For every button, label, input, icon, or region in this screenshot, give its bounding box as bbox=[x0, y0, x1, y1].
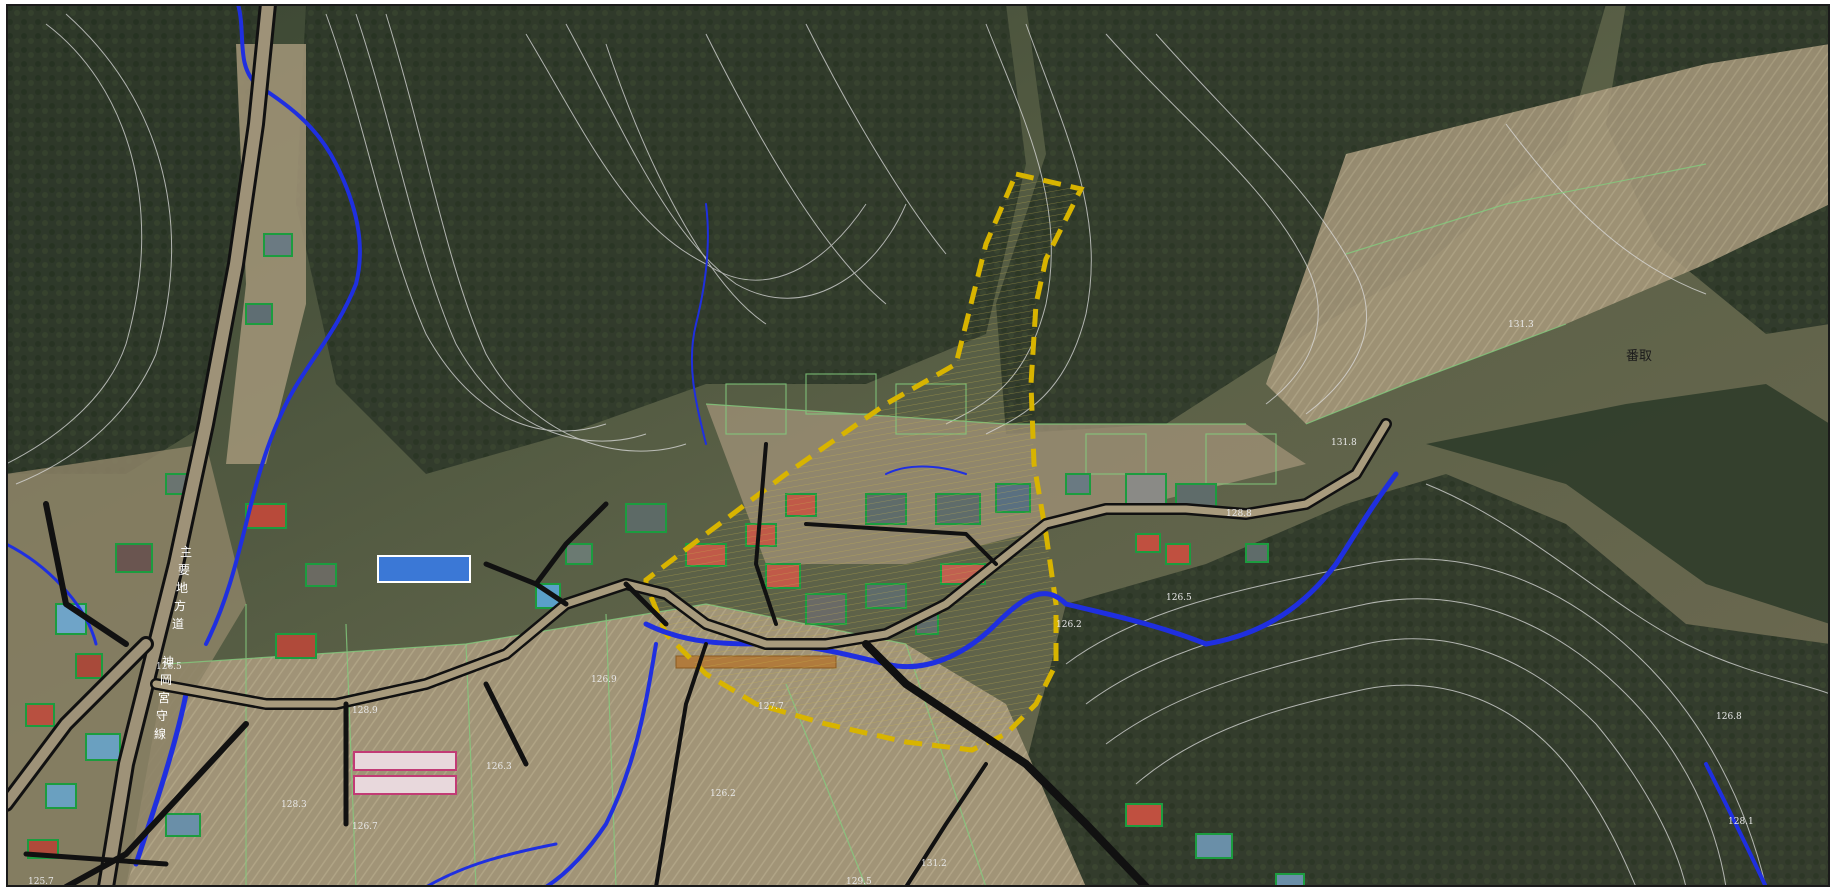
route-label-char: 方 bbox=[174, 598, 186, 613]
route-label-char: 要 bbox=[178, 563, 190, 577]
elevation-label: 126.5 bbox=[156, 662, 182, 672]
elevation-label: 128.9 bbox=[352, 706, 378, 716]
forest-area-northwest bbox=[6, 4, 266, 474]
elevation-label: 128.3 bbox=[281, 800, 307, 810]
greenhouse-2 bbox=[353, 775, 457, 795]
route-label-char: 岡 bbox=[160, 673, 172, 687]
route-label-char: 道 bbox=[172, 617, 184, 631]
route-label-char: 宮 bbox=[158, 690, 170, 705]
route-label-char: 地 bbox=[176, 581, 188, 595]
elevation-label: 128.8 bbox=[1226, 509, 1252, 519]
forest-area-north bbox=[296, 4, 1026, 474]
elevation-label: 129.5 bbox=[846, 877, 872, 887]
elevation-label: 131.2 bbox=[921, 859, 947, 869]
elevation-label: 131.3 bbox=[1508, 320, 1534, 330]
elevation-label: 126.2 bbox=[710, 789, 736, 799]
project-boundary[interactable] bbox=[643, 171, 1085, 753]
greenhouse-1 bbox=[353, 751, 457, 771]
elevation-label: 126.8 bbox=[1716, 712, 1742, 722]
elevation-label: 126.7 bbox=[352, 822, 378, 832]
elevation-label: 126.5 bbox=[1166, 593, 1192, 603]
elevation-label: 125.7 bbox=[28, 877, 54, 887]
route-label-char: 線 bbox=[154, 726, 166, 741]
route-label-char: 神 bbox=[162, 655, 174, 669]
elevation-label: 131.8 bbox=[1331, 438, 1357, 448]
route-label-char: 守 bbox=[156, 709, 168, 723]
route-label-char: 主 bbox=[180, 545, 192, 559]
place-label: 番取 bbox=[1626, 349, 1652, 364]
large-roof-building bbox=[377, 555, 471, 583]
elevation-label: 128.1 bbox=[1728, 817, 1754, 827]
elevation-label: 126.3 bbox=[486, 762, 512, 772]
aerial-map[interactable]: 131.8 128.8 126.5 127.7 128.9 126.9 126.… bbox=[6, 4, 1830, 887]
contour-lines bbox=[6, 13, 1830, 887]
elevation-labels: 131.8 128.8 126.5 127.7 128.9 126.9 126.… bbox=[28, 320, 1754, 887]
route-label: 主 要 地 方 道 神 岡 宮 守 線 bbox=[154, 545, 192, 741]
forest-area-northeast bbox=[996, 4, 1606, 434]
farmland-east bbox=[1266, 44, 1830, 424]
forest-area-south-east-ridge bbox=[1426, 384, 1830, 624]
elevation-label: 126.9 bbox=[591, 675, 617, 685]
elevation-label: 127.7 bbox=[758, 702, 784, 712]
roads bbox=[6, 4, 1392, 887]
elevation-label: 126.2 bbox=[1056, 620, 1082, 630]
forest-area-southeast bbox=[1026, 474, 1830, 887]
